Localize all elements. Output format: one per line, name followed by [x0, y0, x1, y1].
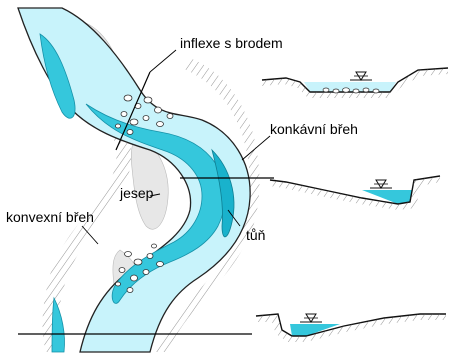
pool2-section-ground-hatch: [256, 314, 446, 342]
water-level-triangle-icon: [300, 314, 322, 322]
label-konvexni: konvexní břeh: [6, 209, 94, 225]
pool-section-ground-hatch: [270, 176, 440, 210]
cross-section-pool-mirrored: [256, 314, 446, 342]
water-level-triangle-icon: [370, 180, 392, 188]
label-inflexe: inflexe s brodem: [180, 35, 283, 51]
cross-section-ford: [262, 68, 448, 98]
label-konkavni: konkávní břeh: [270, 121, 358, 137]
leader-inflexe: [150, 50, 176, 72]
ford-section-water: [304, 82, 396, 92]
label-jesep: jesep: [119, 185, 154, 201]
label-tun: tůň: [246, 227, 265, 243]
cross-section-pool: [270, 176, 440, 210]
water-level-triangle-icon: [350, 72, 372, 80]
